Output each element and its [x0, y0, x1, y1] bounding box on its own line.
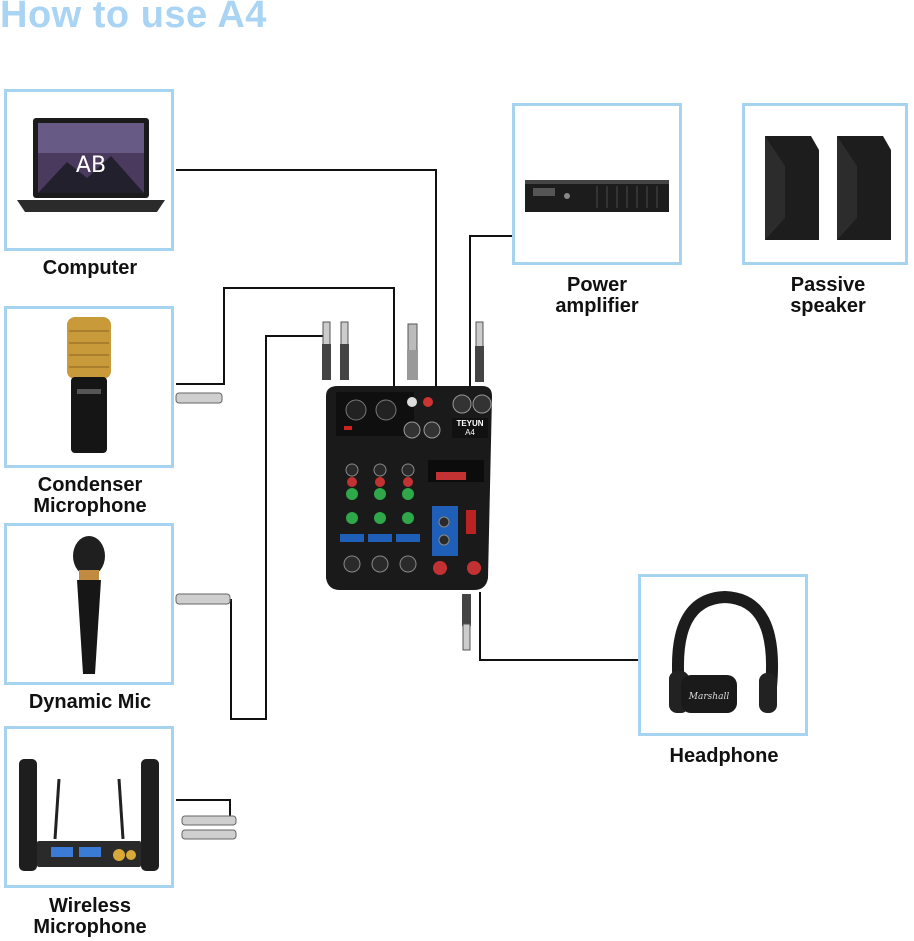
wireless-mic-image	[19, 759, 159, 871]
dynamic-mic-image	[73, 536, 105, 674]
computer-label: Computer	[42, 257, 138, 279]
headphone-box: Marshall	[638, 574, 808, 736]
amplifier-image	[525, 180, 669, 212]
laptop-logo: AB	[76, 153, 106, 178]
laptop-image: AB	[17, 118, 165, 212]
headphone-image: Marshall	[669, 590, 778, 713]
dynamic-label: Dynamic Mic	[28, 691, 152, 713]
condenser-label: Condenser Microphone	[33, 474, 147, 517]
speaker-box	[742, 103, 908, 265]
computer-box: AB	[4, 89, 174, 251]
mixer-brand: TEYUN	[456, 419, 483, 428]
wireless-box	[4, 726, 174, 888]
speaker-image	[765, 136, 891, 240]
condenser-box	[4, 306, 174, 468]
page-title: How to use A4	[0, 0, 267, 36]
headphone-label: Headphone	[669, 745, 779, 767]
headphone-brand: Marshall	[688, 692, 730, 702]
speaker-label: Passive speaker	[790, 274, 866, 317]
jack-plugs	[175, 321, 484, 840]
wireless-label: Wireless Microphone	[33, 895, 147, 938]
mixer-image: TEYUN A4	[326, 386, 492, 590]
condenser-mic-image	[67, 317, 111, 453]
amplifier-label: Power amplifier	[555, 274, 639, 317]
mixer-device: TEYUN A4	[316, 382, 496, 594]
dynamic-box	[4, 523, 174, 685]
amplifier-box	[512, 103, 682, 265]
mixer-model: A4	[465, 428, 475, 437]
